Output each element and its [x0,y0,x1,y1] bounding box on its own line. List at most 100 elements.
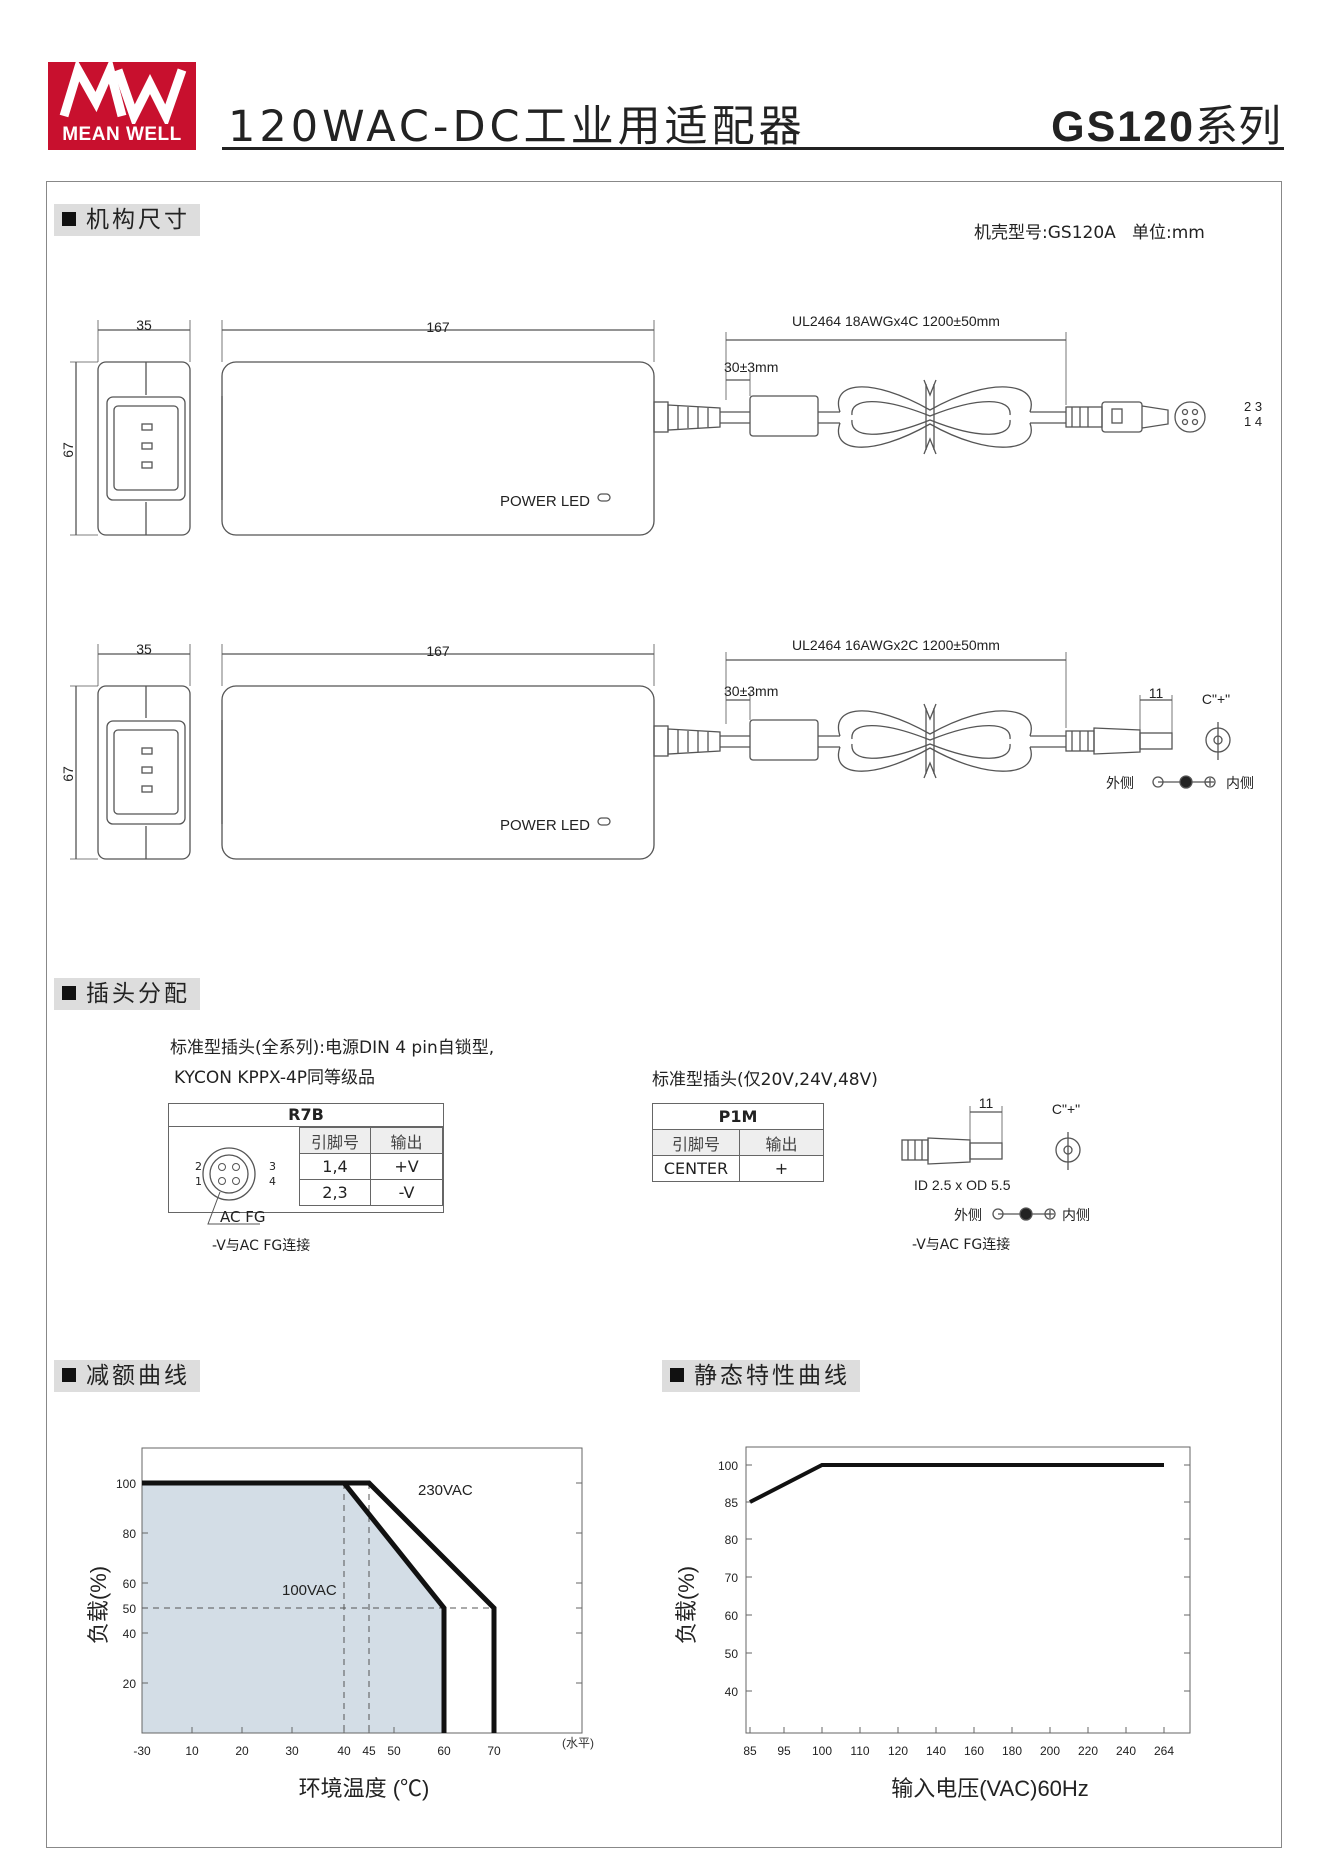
section-derating: 减额曲线 [54,1360,200,1392]
p1m-table: P1M 引脚号输出 CENTER+ [652,1103,824,1182]
r7b-fg-label: AC FG [220,1208,266,1226]
x-tick-label: 85 [743,1744,757,1758]
series-suffix: 系列 [1195,102,1281,152]
p1m-inner-label: 内侧 [1062,1207,1090,1223]
x-tick-label: 45 [362,1744,376,1758]
r7b-pin-2: 2 [195,1160,202,1173]
table-cell: + [739,1155,824,1182]
x-tick-label: 180 [1002,1744,1022,1758]
p1m-col-out: 输出 [739,1129,824,1156]
y-tick-label: 50 [123,1602,137,1616]
view2-inner-label: 内侧 [1226,775,1254,791]
r7b-title: R7B [169,1104,443,1127]
din-connector-icon [202,1147,256,1201]
page-title: 120WAC-DC工业用适配器 [228,102,806,152]
view2-strain-relief: 30±3mm [724,683,778,699]
view2-polarity-mark: C"+" [1202,691,1230,707]
view2-width-dim: 35 [136,641,152,657]
p1m-polarity-mark: C"+" [1052,1101,1080,1117]
view1-strain-relief: 30±3mm [724,359,778,375]
content-frame [46,181,1282,1848]
r7b-table: 引脚号输出 1,4+V 2,3-V [299,1127,443,1206]
x-tick-label: 40 [337,1744,351,1758]
y-tick-label: 100 [718,1459,738,1473]
derating-plot-frame [141,1447,583,1734]
x-tick-label: 110 [850,1744,869,1758]
section-mechanical-title: 机构尺寸 [86,207,190,233]
table-row: CENTER+ [652,1155,824,1182]
section-static-title: 静态特性曲线 [694,1363,850,1389]
section-derating-title: 减额曲线 [86,1363,190,1389]
header-rule [222,147,1284,150]
table-cell: 1,4 [299,1153,371,1180]
y-tick-label: 60 [725,1609,739,1623]
p1m-outer-label: 外侧 [954,1207,982,1223]
x-tick-label: 200 [1040,1744,1060,1758]
x-tick-label: 70 [487,1744,501,1758]
square-bullet-icon [62,212,76,226]
table-cell: CENTER [652,1155,740,1182]
p1m-id-od: ID 2.5 x OD 5.5 [914,1177,1011,1193]
mw-logo-icon [59,56,187,128]
meanwell-logo: MEAN WELL [48,56,196,150]
x-tick-label: 220 [1078,1744,1098,1758]
y-tick-label: 20 [123,1677,137,1691]
y-tick-label: 40 [123,1627,137,1641]
label-100vac: 100VAC [282,1582,337,1599]
y-tick-label: 80 [725,1533,739,1547]
series-line-100vac [142,1480,447,1733]
x-tick-label: 10 [185,1744,199,1758]
static-series-line [749,1463,1164,1504]
section-mechanical: 机构尺寸 [54,204,200,236]
x-tick-label: 240 [1116,1744,1136,1758]
view2-outer-label: 外侧 [1106,775,1134,791]
view2-length-dim: 167 [426,643,450,659]
square-bullet-icon [62,1368,76,1382]
plug-desc-line1: 标准型插头(全系列):电源DIN 4 pin自锁型, [170,1038,495,1058]
view1-pin-bottom: 1 4 [1244,414,1262,429]
view1-length-dim: 167 [426,319,450,335]
r7b-pin-3: 3 [269,1160,276,1173]
plug-desc-right: 标准型插头(仅20V,24V,48V) [652,1070,878,1090]
view1-width-dim: 35 [136,317,152,333]
view2-drawing [70,644,1231,860]
case-info: 机壳型号:GS120A 单位:mm [974,223,1205,243]
x-unit-note: (水平) [562,1736,594,1750]
x-axis-label: 环境温度 (℃) [299,1776,430,1801]
y-axis-label: 负载(%) [86,1566,111,1644]
x-tick-label: 264 [1154,1744,1174,1758]
view1-led-label: POWER LED [500,493,590,510]
r7b-pin-4: 4 [269,1175,276,1188]
section-plug-title: 插头分配 [86,981,190,1007]
p1m-fg-note: -V与AC FG连接 [912,1237,1011,1253]
square-bullet-icon [62,986,76,1000]
mechanical-drawings: 35 167 67 UL2464 18AWGx4C 1200±50mm 30±3… [60,313,1262,860]
dc-plug-drawing: 11 C"+" ID 2.5 x OD 5.5 外侧 内侧 [901,1095,1090,1223]
y-tick-label: 85 [725,1496,739,1510]
section-static: 静态特性曲线 [662,1360,860,1392]
y-tick-label: 50 [725,1647,739,1661]
y-tick-label: 60 [123,1577,137,1591]
x-tick-label: 120 [888,1744,908,1758]
static-plot-frame [745,1446,1191,1734]
x-tick-label: 20 [235,1744,249,1758]
table-row: 2,3-V [299,1179,443,1206]
x-tick-label: 140 [926,1744,946,1758]
series-title: GS120系列 [1051,92,1281,154]
view1-cable-label: UL2464 18AWGx4C 1200±50mm [792,313,1000,329]
view2-plug-len: 11 [1149,685,1164,701]
view2-led-label: POWER LED [500,817,590,834]
view1-height-dim: 67 [60,442,76,458]
series-model: GS120 [1051,103,1195,151]
square-bullet-icon [670,1368,684,1382]
r7b-pin-1: 1 [195,1175,202,1188]
view1-pin-top: 2 3 [1244,399,1262,414]
x-tick-label: 60 [437,1744,451,1758]
logo-text: MEAN WELL [62,124,182,145]
x-tick-label: 100 [812,1744,832,1758]
x-tick-label: -30 [133,1744,151,1758]
y-tick-label: 80 [123,1527,137,1541]
